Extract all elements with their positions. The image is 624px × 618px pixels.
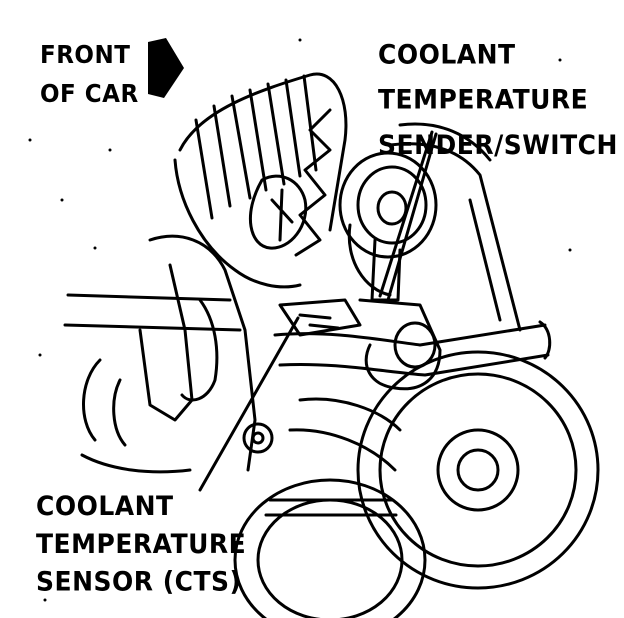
sender-switch-body xyxy=(338,151,438,302)
sender-label-line-2: TEMPERATURE xyxy=(378,83,589,116)
cts-label-line-3: SENSOR (CTS) xyxy=(36,565,242,598)
cts-leader-line xyxy=(198,316,300,492)
front-of-car-arrow xyxy=(148,38,184,98)
lower-pulleys xyxy=(233,350,600,618)
cts-label-line-2: TEMPERATURE xyxy=(36,528,247,560)
sender-leader-line-2 xyxy=(386,132,438,302)
coolant-hose xyxy=(273,320,552,377)
cts-label-line-1: COOLANT xyxy=(36,490,174,522)
front-label-line-1: FRONT xyxy=(40,41,131,70)
sender-switch-label: COOLANT TEMPERATURE SENDER/SWITCH xyxy=(378,32,618,168)
sender-leader-line xyxy=(378,130,434,298)
sender-label-line-1: COOLANT xyxy=(378,38,516,70)
sender-label-line-3: SENDER/SWITCH xyxy=(378,129,618,161)
front-of-car-label: FRONT OF CAR xyxy=(40,36,139,114)
front-label-line-2: OF CAR xyxy=(40,80,139,109)
alternator xyxy=(173,72,348,289)
cts-label: COOLANT TEMPERATURE SENSOR (CTS) xyxy=(36,487,246,600)
engine-block xyxy=(63,122,522,474)
